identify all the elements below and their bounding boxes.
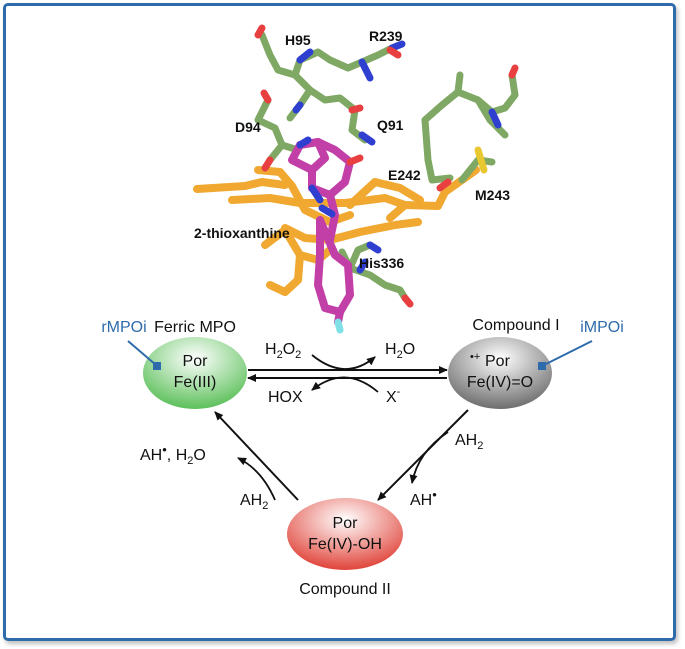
h2o2-curve xyxy=(311,354,376,370)
ferric-title: Ferric MPO xyxy=(154,319,236,336)
h2o-label: H2O xyxy=(385,341,415,361)
ah2-right-label: AH2 xyxy=(455,432,483,452)
ah2-right-curve xyxy=(409,431,449,484)
ah2-left-curve xyxy=(237,457,276,501)
x-minus-label: X- xyxy=(386,386,401,406)
residue-label-e242: E242 xyxy=(388,167,421,183)
residue-label-r239: R239 xyxy=(369,28,403,44)
compound2-title: Compound II xyxy=(299,581,391,598)
residue-label-his336: His336 xyxy=(359,255,404,271)
heteroatom-accents xyxy=(254,24,519,334)
compound2-line2: Fe(IV)-OH xyxy=(308,536,382,553)
ferric-mpo-node xyxy=(143,337,247,409)
residue-label-d94: D94 xyxy=(235,119,261,135)
compound1-line1: Por xyxy=(485,353,511,370)
h2o2-label: H2O2 xyxy=(265,341,301,361)
rmpoi-connector xyxy=(127,340,157,366)
hox-label: HOX xyxy=(268,389,303,406)
ah-radical-h2o-left-label: AH•, H2O xyxy=(140,442,206,467)
ferric-line1: Por xyxy=(183,353,209,370)
compound2-line1: Por xyxy=(333,515,359,532)
ferric-line2: Fe(III) xyxy=(174,374,217,391)
ah-radical-right-label: AH• xyxy=(410,487,437,509)
compound2-node xyxy=(287,498,403,570)
halide-curve xyxy=(311,376,379,393)
residue-label-q91: Q91 xyxy=(377,117,404,133)
impoi-label: iMPOi xyxy=(580,319,624,336)
residue-label-h95: H95 xyxy=(285,32,311,48)
compound1-node xyxy=(448,337,552,409)
rmpoi-label: rMPOi xyxy=(101,319,146,336)
figure-frame xyxy=(3,3,676,641)
ligand-label: 2-thioxanthine xyxy=(194,225,290,241)
inhibitor-marker-icon xyxy=(153,362,161,370)
compound1-line2: Fe(IV)=O xyxy=(467,374,533,391)
compound2-to-ferric-arrow xyxy=(214,411,299,501)
residue-label-m243: M243 xyxy=(475,187,510,203)
compound1-title: Compound I xyxy=(472,317,559,334)
catalytic-cycle: Ferric MPO Compound I Compound II Por Fe… xyxy=(101,317,623,598)
ah2-left-label: AH2 xyxy=(240,492,268,512)
inhibitor-marker-icon xyxy=(538,362,546,370)
impoi-connector xyxy=(541,340,593,367)
crystal-structure xyxy=(193,24,519,334)
compound1-radical: •+ xyxy=(470,351,480,363)
